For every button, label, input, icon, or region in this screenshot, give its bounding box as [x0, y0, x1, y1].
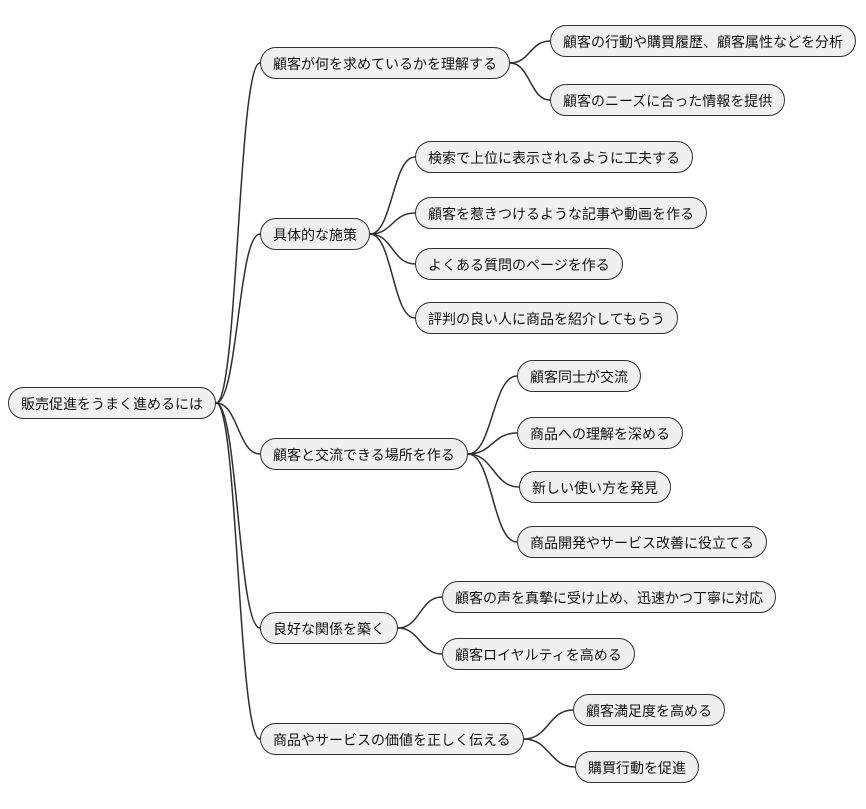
- edge-b3-c3a: [467, 375, 518, 455]
- edge-b1-c1a: [509, 40, 551, 64]
- node-sincere-prompt-response: 顧客の声を真摯に受け止め、迅速かつ丁寧に対応: [442, 581, 776, 613]
- edge-b5-c5a: [523, 709, 574, 740]
- edge-b1-c1b: [509, 62, 551, 101]
- edge-b2-c2a: [369, 156, 416, 235]
- node-provide-matching-info: 顧客のニーズに合った情報を提供: [550, 84, 786, 116]
- node-promote-purchase: 購買行動を促進: [575, 751, 699, 783]
- node-understand-what-customers-want: 顧客が何を求めているかを理解する: [260, 47, 510, 79]
- edge-b3-c3c: [467, 453, 520, 488]
- node-search-ranking: 検索で上位に表示されるように工夫する: [415, 141, 693, 173]
- node-influencer-introduction: 評判の良い人に商品を紹介してもらう: [415, 302, 678, 334]
- node-use-for-development: 商品開発やサービス改善に役立てる: [517, 526, 767, 558]
- node-customer-interaction: 顧客同士が交流: [517, 360, 641, 392]
- node-build-good-relationships: 良好な関係を築く: [260, 612, 398, 644]
- node-concrete-measures: 具体的な施策: [260, 218, 370, 250]
- edge-b2-c2c: [369, 233, 416, 265]
- node-deepen-product-understanding: 商品への理解を深める: [517, 417, 683, 449]
- node-analyze-behavior-history: 顧客の行動や購買履歴、顧客属性などを分析: [550, 25, 856, 57]
- edge-b5-c5b: [523, 738, 576, 768]
- node-discover-new-usage: 新しい使い方を発見: [519, 471, 671, 503]
- edge-b4-c4b: [397, 627, 443, 655]
- node-create-interaction-space: 顧客と交流できる場所を作る: [260, 438, 468, 470]
- node-create-articles-videos: 顧客を惹きつけるような記事や動画を作る: [415, 197, 707, 229]
- node-increase-satisfaction: 顧客満足度を高める: [573, 694, 725, 726]
- node-root-sales-promotion: 販売促進をうまく進めるには: [8, 387, 216, 419]
- node-convey-value-correctly: 商品やサービスの価値を正しく伝える: [260, 723, 524, 755]
- edge-root-b4: [215, 402, 261, 629]
- edge-b3-c3b: [467, 432, 518, 455]
- edge-b3-c3d: [467, 453, 518, 543]
- edge-b2-c2b: [369, 212, 416, 235]
- edge-root-b3: [215, 402, 261, 455]
- edge-root-b2: [215, 233, 261, 404]
- edge-b2-c2d: [369, 233, 416, 319]
- edge-b4-c4a: [397, 596, 443, 629]
- edge-root-b1: [215, 62, 261, 404]
- node-faq-page: よくある質問のページを作る: [415, 248, 623, 280]
- node-increase-loyalty: 顧客ロイヤルティを高める: [442, 638, 635, 670]
- edge-root-b5: [215, 402, 261, 740]
